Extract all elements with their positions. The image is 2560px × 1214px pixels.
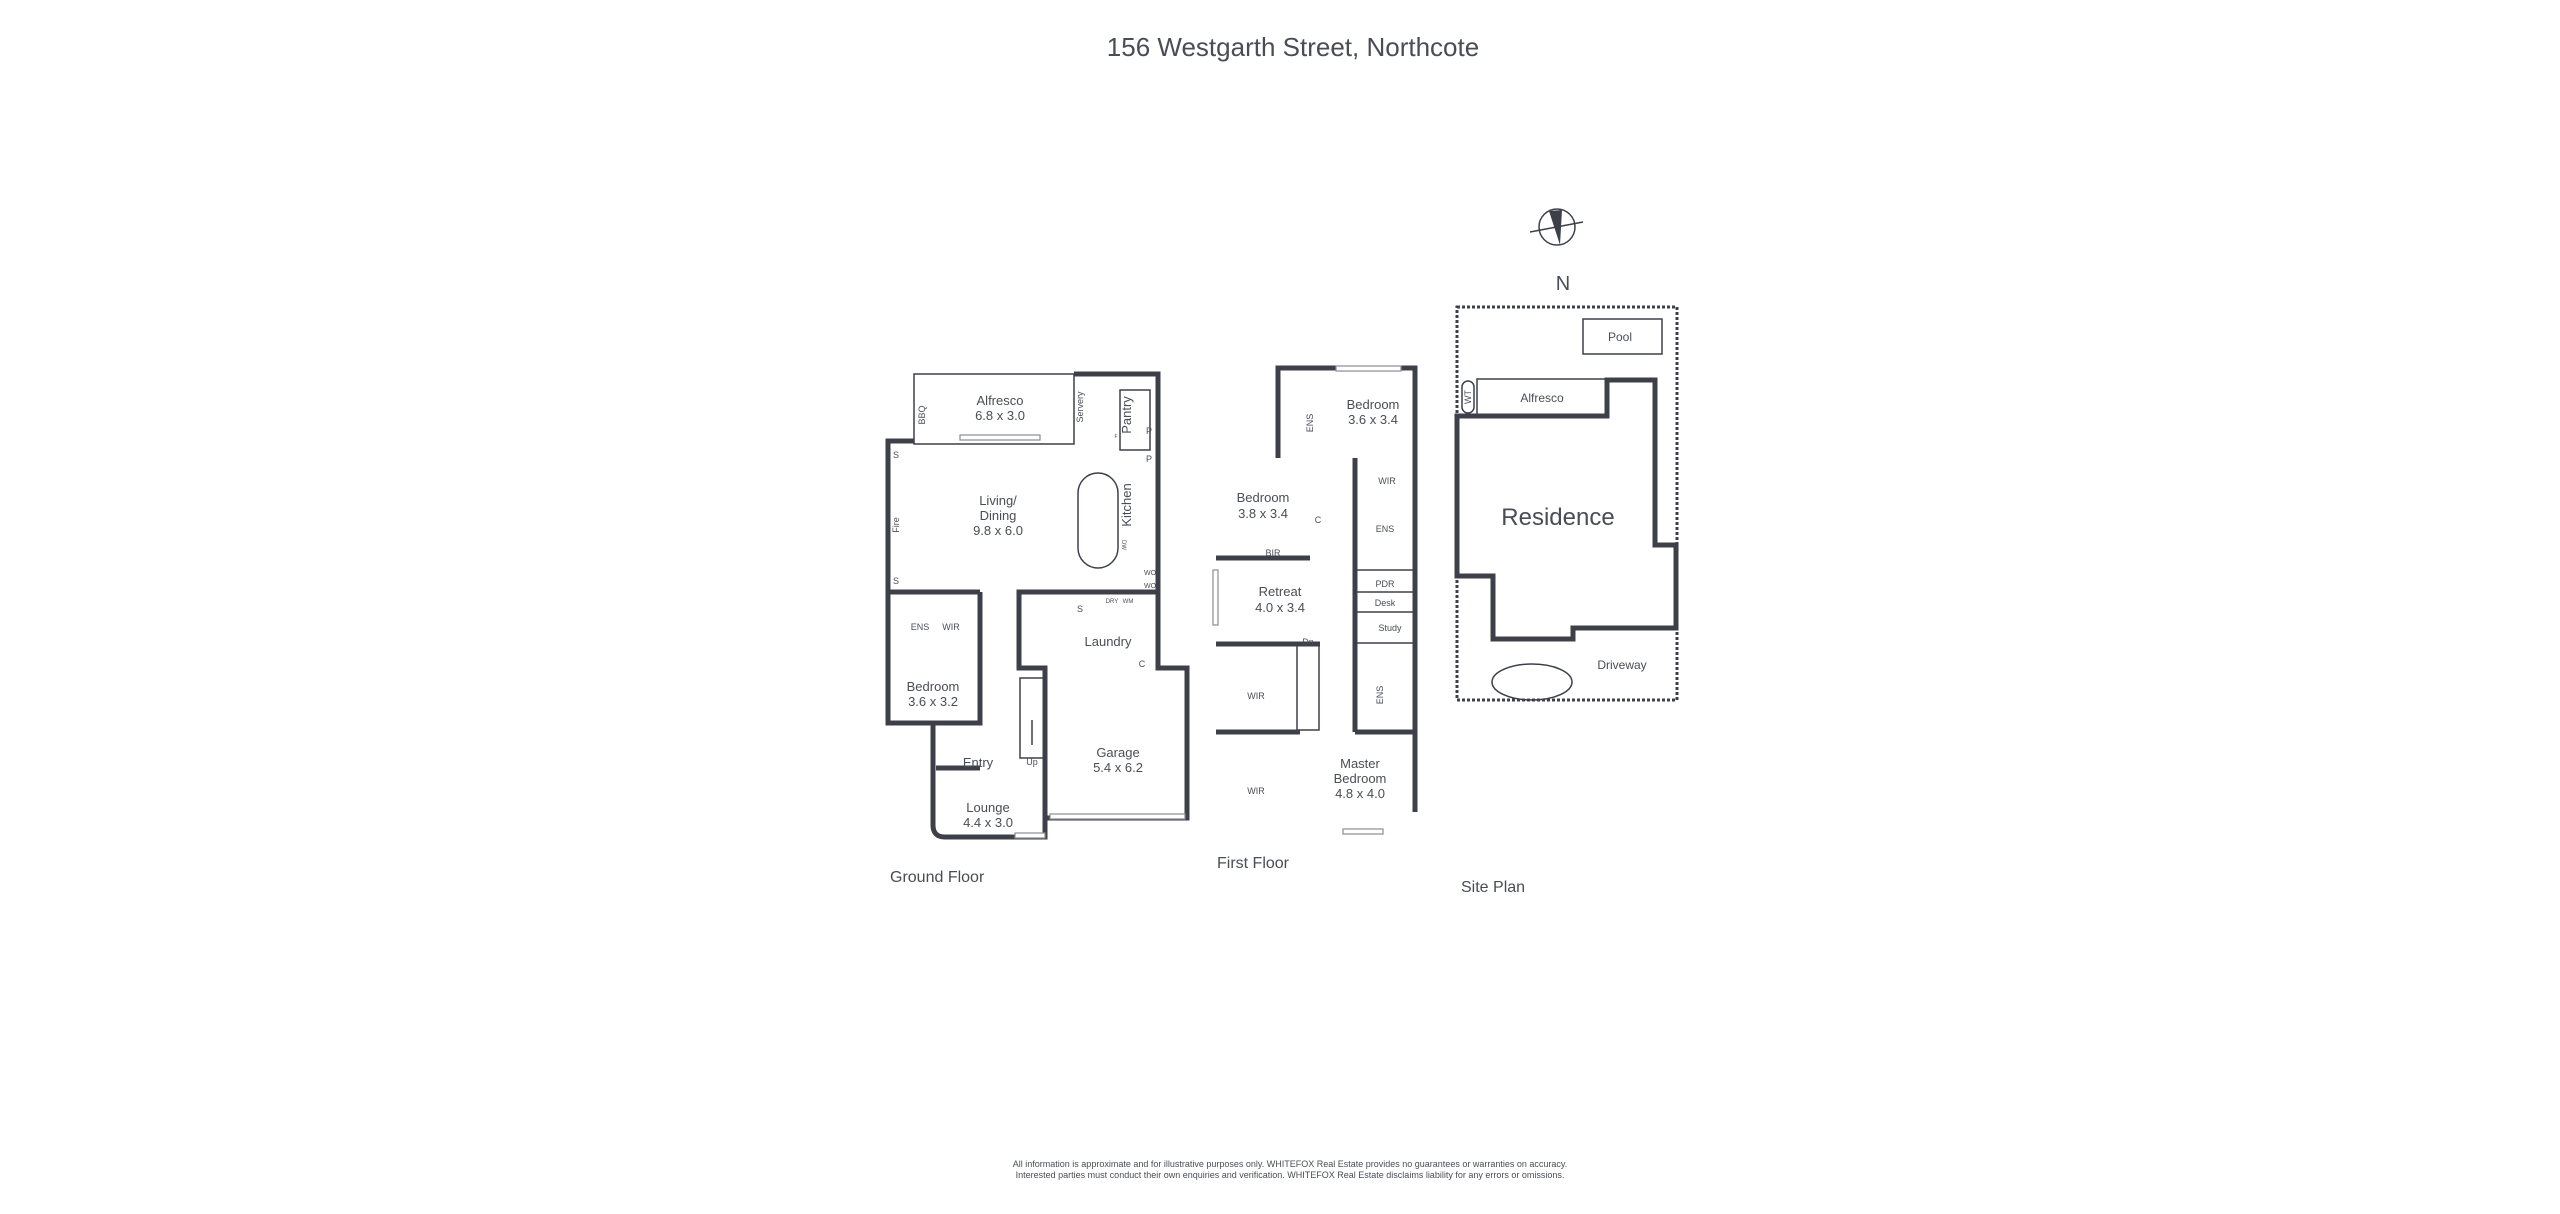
room-label-bedroom-b: Bedroom [1237, 490, 1290, 505]
room-label-desk: Desk [1375, 598, 1396, 608]
room-label-pdr: PDR [1375, 579, 1395, 589]
cupboard-label: C [1139, 659, 1146, 669]
storage-label: S [893, 450, 899, 460]
room-label-laundry: Laundry [1085, 634, 1132, 649]
disclaimer-line-1: All information is approximate and for i… [1013, 1159, 1567, 1169]
room-label-kitchen: Kitchen [1119, 483, 1134, 526]
first-floor-plan: Bedroom 3.6 x 3.4 ENS Bedroom 3.8 x 3.4 … [1212, 365, 1418, 872]
pool-label: Pool [1608, 330, 1632, 344]
room-size-bedroom: 3.6 x 3.2 [908, 694, 958, 709]
washing-machine-label: WM [1123, 599, 1134, 605]
stairs-down-label: Dn [1302, 637, 1314, 647]
room-label-wir-b: WIR [1247, 691, 1265, 701]
site-plan: N Pool Alfresco WT Residence Driveway Si… [1454, 208, 1679, 896]
ground-west-walls [885, 438, 983, 726]
room-label-bedroom-a: Bedroom [1347, 397, 1400, 412]
stairs [1019, 677, 1046, 759]
kitchen-island [1077, 472, 1119, 569]
room-label-wir: WIR [942, 622, 960, 632]
room-label-wir-c: WIR [1247, 786, 1265, 796]
lounge-walls [930, 723, 1048, 840]
room-label-ens-a: ENS [1305, 414, 1315, 433]
room-label-cupboard: C [1315, 515, 1322, 525]
residence-label: Residence [1501, 504, 1614, 531]
room-label-bir: BIR [1265, 548, 1281, 558]
room-label-servery: Servery [1075, 391, 1085, 423]
room-label-dining: Dining [980, 508, 1017, 523]
stairs-first-floor [1296, 644, 1320, 731]
residence-outline [1454, 377, 1679, 642]
room-size-master: 4.8 x 4.0 [1335, 786, 1385, 801]
first-floor-label: First Floor [1217, 855, 1290, 872]
storage-label: S [893, 576, 899, 586]
room-label-ens-c: ENS [1375, 686, 1385, 705]
pool [1582, 318, 1663, 355]
room-label-master: Master [1340, 756, 1380, 771]
room-label-pantry: Pantry [1119, 396, 1134, 434]
storage-label: S [1077, 604, 1083, 614]
wall-oven-label: WO [1144, 583, 1157, 590]
garden-bed [1491, 663, 1573, 701]
north-compass-icon [1529, 208, 1584, 246]
room-size-lounge: 4.4 x 3.0 [963, 815, 1013, 830]
room-label-ens-b: ENS [1376, 524, 1395, 534]
fridge-label: F [1114, 434, 1117, 440]
driveway-label: Driveway [1597, 658, 1646, 672]
room-label-ens: ENS [911, 622, 930, 632]
site-boundary [1455, 305, 1679, 702]
dishwasher-label: DW [1120, 540, 1126, 550]
fireplace-label: Fire [891, 517, 901, 533]
pantry-p-label: P [1146, 454, 1152, 464]
north-label: N [1556, 273, 1570, 295]
room-size-garage: 5.4 x 6.2 [1093, 760, 1143, 775]
room-label-retreat: Retreat [1259, 584, 1302, 599]
room-label-wir-a: WIR [1378, 476, 1396, 486]
room-label-alfresco: Alfresco [977, 393, 1024, 408]
room-label-bedroom: Bedroom [907, 679, 960, 694]
room-label-entry: Entry [963, 755, 994, 770]
disclaimer-line-2: Interested parties must conduct their ow… [1016, 1170, 1565, 1180]
pantry-p-label: P [1146, 426, 1152, 436]
room-size-bedroom-a: 3.6 x 3.4 [1348, 412, 1398, 427]
pantry [1119, 389, 1151, 451]
room-label-master-bedroom: Bedroom [1334, 771, 1387, 786]
room-label-garage: Garage [1096, 745, 1139, 760]
alfresco-area [913, 373, 1075, 445]
room-size-bedroom-b: 3.8 x 3.4 [1238, 506, 1288, 521]
room-label-study: Study [1378, 623, 1402, 633]
room-label-living: Living/ [979, 493, 1017, 508]
site-plan-label: Site Plan [1461, 879, 1525, 896]
water-tank-label: WT [1463, 390, 1473, 404]
room-size-alfresco: 6.8 x 3.0 [975, 408, 1025, 423]
site-alfresco-label: Alfresco [1520, 391, 1564, 405]
ground-floor-label: Ground Floor [890, 869, 985, 886]
stairs-up-label: Up [1026, 757, 1038, 767]
room-label-lounge: Lounge [966, 800, 1009, 815]
room-size-retreat: 4.0 x 3.4 [1255, 600, 1305, 615]
wall-oven-label: WO [1144, 570, 1157, 577]
room-size-living: 9.8 x 6.0 [973, 523, 1023, 538]
dryer-label: DRY [1106, 599, 1119, 605]
page-title: 156 Westgarth Street, Northcote [1107, 32, 1479, 62]
ground-floor-plan: Alfresco 6.8 x 3.0 Living/ Dining 9.8 x … [885, 371, 1190, 886]
bbq-label: BBQ [917, 405, 927, 424]
